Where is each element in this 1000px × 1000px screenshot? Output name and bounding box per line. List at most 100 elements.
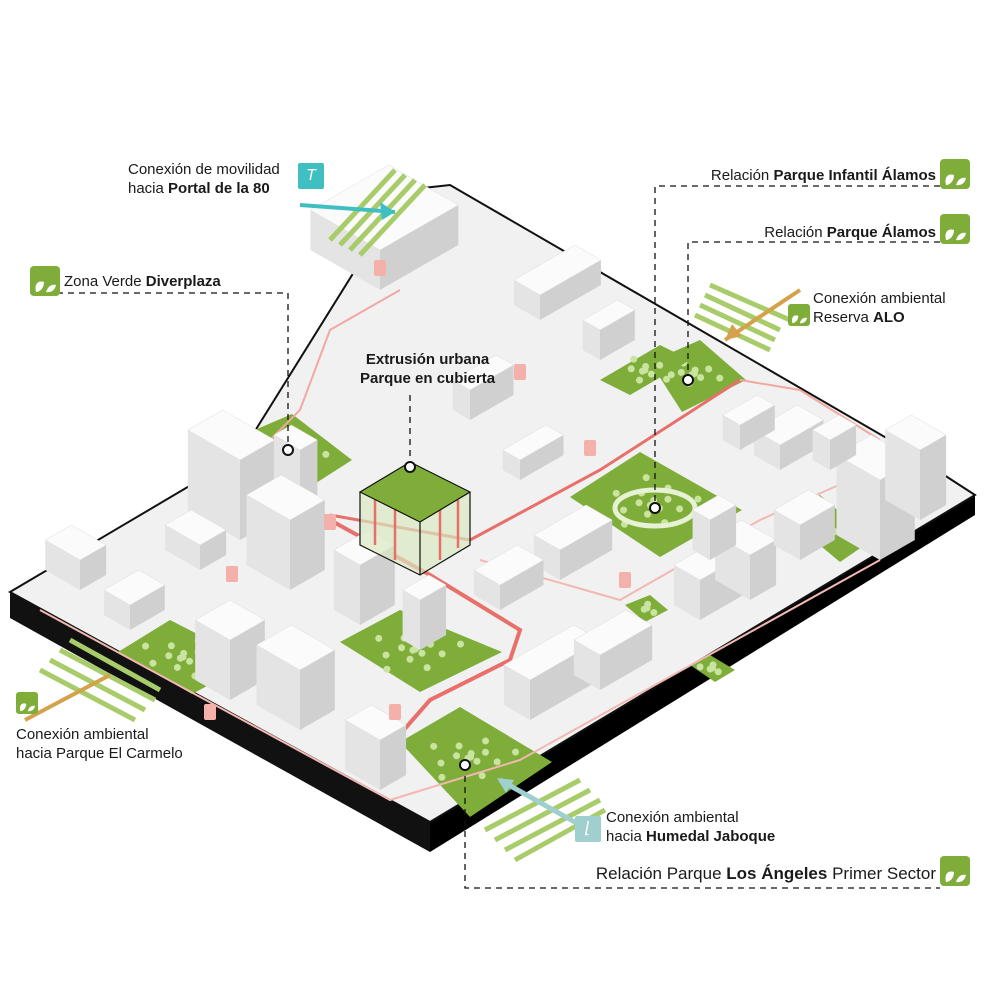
tree	[643, 510, 651, 518]
pedestrian-icon	[514, 364, 526, 380]
tree	[627, 365, 635, 373]
tree	[691, 366, 699, 374]
tree	[694, 495, 702, 503]
label-text: Relación	[764, 224, 827, 241]
tree	[664, 495, 672, 503]
leaf-icon	[30, 266, 60, 296]
tree	[383, 665, 391, 673]
tree	[438, 773, 446, 781]
leaf-icon	[16, 692, 38, 714]
building	[164, 509, 227, 570]
tree	[612, 489, 620, 497]
label-text: hacia	[128, 180, 169, 197]
label-bold: Parque Infantil Álamos	[773, 167, 936, 184]
label-text: Zona Verde	[64, 273, 146, 290]
tree	[481, 748, 489, 756]
label-text: Conexión ambiental	[606, 809, 739, 826]
leaf-icon	[940, 159, 970, 189]
leader-lines	[35, 185, 940, 889]
label-text: Parque en cubierta	[360, 370, 496, 387]
tree	[630, 355, 638, 363]
tree	[467, 749, 475, 757]
tree	[676, 505, 684, 513]
tree	[620, 506, 628, 514]
tree	[406, 655, 414, 663]
tree	[167, 642, 175, 650]
label-carmelo: Conexión ambiental hacia Parque El Carme…	[16, 725, 183, 763]
label-text: Conexión ambiental	[813, 290, 946, 307]
tree	[642, 363, 650, 371]
building	[513, 244, 602, 320]
building	[103, 569, 166, 630]
pedestrian-icon	[226, 566, 238, 582]
pedestrian-icon	[324, 514, 336, 530]
building	[573, 609, 653, 690]
tree	[322, 450, 330, 458]
label-text: Primer Sector	[827, 864, 936, 883]
pedestrian-icon	[619, 572, 631, 588]
tree	[677, 368, 685, 376]
label-alamos: Relación Parque Álamos	[764, 223, 936, 242]
tree	[180, 649, 188, 657]
label-text: Relación Parque	[595, 864, 727, 883]
label-text: Conexión de movilidad	[128, 161, 280, 178]
tree	[512, 748, 520, 756]
label-text: hacia	[606, 828, 647, 845]
tree	[142, 642, 150, 650]
tree	[398, 644, 406, 652]
tree	[493, 758, 501, 766]
pedestrian-icon	[584, 440, 596, 456]
building	[502, 424, 565, 480]
tree	[647, 370, 655, 378]
label-bold: Portal de la 80	[168, 180, 270, 197]
building	[692, 494, 737, 560]
tree	[714, 668, 722, 676]
tree	[186, 657, 194, 665]
building	[44, 524, 107, 590]
tree	[473, 757, 481, 765]
tree	[650, 608, 658, 616]
tree	[455, 742, 463, 750]
tree	[173, 663, 181, 671]
building	[773, 489, 836, 560]
tree	[375, 634, 383, 642]
tree	[696, 663, 704, 671]
marker-dots	[282, 374, 694, 771]
building	[245, 474, 326, 590]
label-bold: ALO	[873, 309, 905, 326]
label-text: Relación	[710, 167, 774, 184]
label-bold: Los Ángeles	[726, 864, 828, 883]
building	[582, 299, 636, 360]
pedestrian-markers	[204, 260, 631, 720]
label-infantil: Relación Parque Infantil Álamos	[711, 166, 936, 185]
tree	[478, 772, 486, 780]
transit-icon: T	[298, 163, 324, 189]
building	[402, 574, 447, 650]
building	[812, 414, 857, 470]
tree	[640, 605, 648, 613]
building	[473, 544, 545, 610]
label-text: Extrusión urbana	[365, 351, 490, 368]
label-text: Reserva	[813, 309, 874, 326]
building	[255, 624, 336, 730]
tree	[149, 659, 157, 667]
label-alo: Conexión ambiental Reserva ALO	[813, 289, 946, 327]
tree	[165, 652, 173, 660]
tree	[663, 375, 671, 383]
tree	[418, 649, 426, 657]
building	[344, 704, 407, 790]
pedestrian-icon	[374, 260, 386, 276]
label-text: Conexión ambiental	[16, 726, 149, 743]
label-text: hacia Parque El Carmelo	[16, 745, 183, 762]
tree	[430, 742, 438, 750]
tree	[705, 365, 713, 373]
extruded-park	[358, 461, 472, 576]
label-diverplaza: Zona Verde Diverplaza	[64, 272, 221, 291]
tree	[423, 664, 431, 672]
building	[452, 354, 515, 420]
leaf-icon	[940, 856, 970, 886]
label-bold: Humedal Jaboque	[646, 828, 776, 845]
building	[722, 394, 776, 450]
